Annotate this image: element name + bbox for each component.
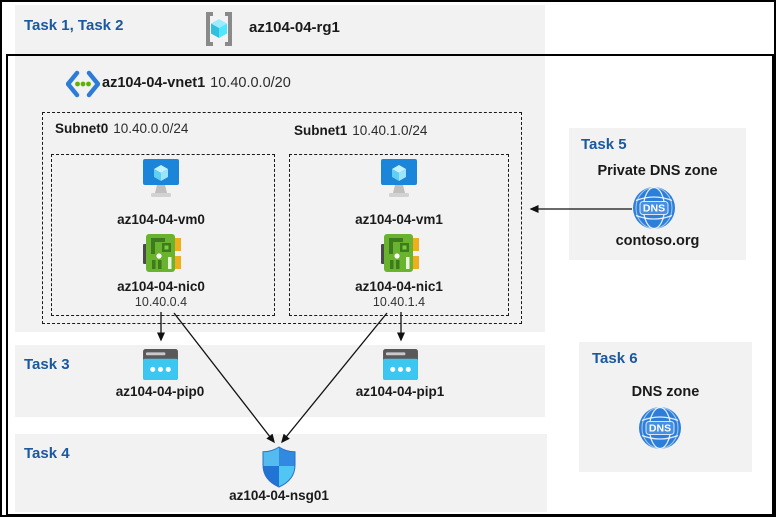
task3-strip (15, 345, 545, 417)
task4-label: Task 4 (24, 445, 70, 462)
nic0-ip: 10.40.0.4 (134, 295, 188, 309)
nic0-label: az104-04-nic0 (117, 279, 205, 294)
dns-zone-title: DNS zone (631, 384, 700, 400)
environment-box (6, 54, 774, 515)
task6-label: Task 6 (592, 350, 638, 367)
vnet-icon (66, 70, 100, 98)
pip0-icon (142, 349, 179, 381)
nsg-label: az104-04-nsg01 (229, 488, 329, 503)
pip1-icon (382, 349, 419, 381)
nic0-icon (143, 233, 181, 273)
private-dns-zone-name: contoso.org (615, 233, 700, 249)
task3-label: Task 3 (24, 356, 70, 373)
resource-group-icon (202, 11, 236, 47)
nic1-label: az104-04-nic1 (355, 279, 443, 294)
subnet1-inner-box (289, 154, 509, 316)
vnet-name: az104-04-vnet1 (102, 75, 206, 91)
vnet-cidr: 10.40.0.0/20 (210, 75, 291, 91)
subnet0-name: Subnet0 (55, 121, 109, 136)
vm0-label: az104-04-vm0 (117, 212, 205, 227)
subnet1-name: Subnet1 (294, 123, 348, 138)
vm1-label: az104-04-vm1 (355, 212, 443, 227)
private-dns-icon-text: DNS (643, 203, 665, 215)
nic1-ip: 10.40.1.4 (372, 295, 426, 309)
subnet0-cidr: 10.40.0.0/24 (113, 121, 189, 136)
private-dns-icon: DNS (632, 186, 676, 230)
nic1-icon (381, 233, 419, 273)
dns-zone-icon-text: DNS (649, 423, 671, 435)
private-dns-zone-title: Private DNS zone (597, 163, 718, 179)
nsg-shield-icon (262, 446, 296, 488)
pip0-label: az104-04-pip0 (115, 384, 205, 399)
vm0-icon (142, 159, 180, 201)
resource-group-name: az104-04-rg1 (249, 19, 340, 36)
task1-2-label: Task 1, Task 2 (24, 17, 124, 34)
task6-box (579, 342, 752, 472)
vnet-panel (15, 56, 545, 332)
resource-group-strip (15, 5, 545, 55)
subnet0-inner-box (51, 154, 275, 316)
pip1-label: az104-04-pip1 (355, 384, 445, 399)
dns-zone-icon: DNS (638, 406, 682, 450)
vm1-icon (380, 159, 418, 201)
subnet1-cidr: 10.40.1.0/24 (352, 123, 428, 138)
task5-label: Task 5 (581, 136, 627, 153)
